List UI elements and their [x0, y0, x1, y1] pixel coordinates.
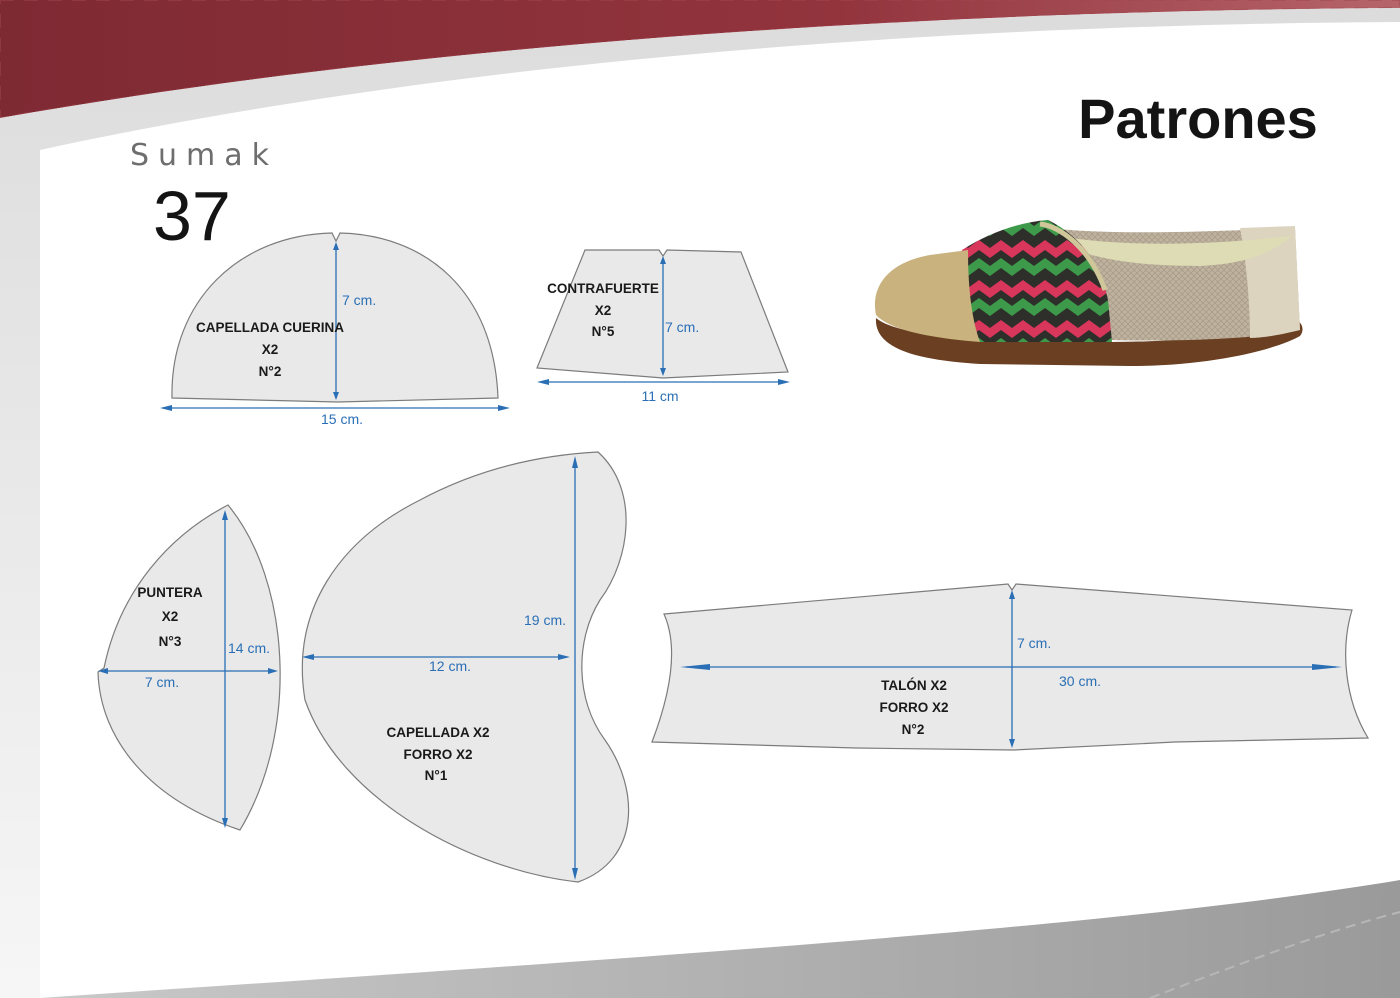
piece-label-line: N°2 [259, 364, 282, 379]
pattern-piece-talon: TALÓN X2 FORRO X2 N°2 7 cm. 30 cm. [651, 583, 1370, 751]
piece-label-line: N°1 [425, 768, 448, 783]
brand-logo: Sumak [130, 138, 278, 173]
width-measure: 11 cm [641, 388, 678, 404]
height-measure: 19 cm. [524, 612, 566, 628]
pattern-piece-puntera: PUNTERA X2 N°3 14 cm. 7 cm. [97, 504, 281, 831]
pattern-piece-capellada-forro: CAPELLADA X2 FORRO X2 N°1 19 cm. 12 cm. [301, 451, 630, 883]
height-measure: 7 cm. [342, 292, 376, 308]
page-title: Patrones [1078, 87, 1318, 150]
piece-label-line: X2 [262, 342, 279, 357]
height-measure: 14 cm. [228, 640, 270, 656]
piece-label-line: CONTRAFUERTE [547, 281, 659, 296]
piece-label-line: N°5 [592, 324, 615, 339]
page-sweep [0, 8, 1400, 998]
piece-label-line: X2 [595, 303, 612, 318]
shoe-illustration [874, 220, 1303, 366]
piece-label-line: X2 [162, 609, 179, 624]
piece-label-line: PUNTERA [137, 585, 203, 600]
width-measure: 15 cm. [321, 411, 363, 427]
footer-band [40, 880, 1400, 998]
size-number: 37 [153, 177, 231, 255]
piece-label-line: FORRO X2 [879, 700, 948, 715]
piece-label-line: N°2 [902, 722, 925, 737]
width-measure: 12 cm. [429, 658, 471, 674]
piece-label-line: CAPELLADA X2 [386, 725, 489, 740]
width-measure: 7 cm. [145, 674, 179, 690]
height-measure: 7 cm. [1017, 635, 1051, 651]
piece-label-line: TALÓN X2 [881, 678, 947, 693]
piece-label-line: CAPELLADA CUERINA [196, 320, 344, 335]
pattern-piece-capellada-cuerina: CAPELLADA CUERINA X2 N°2 7 cm. 15 cm. [160, 232, 510, 427]
width-measure: 30 cm. [1059, 673, 1101, 689]
piece-label-line: FORRO X2 [403, 747, 472, 762]
pattern-piece-contrafuerte: CONTRAFUERTE X2 N°5 7 cm. 11 cm [536, 249, 790, 404]
piece-label-line: N°3 [159, 634, 182, 649]
top-banner [0, 0, 1400, 118]
height-measure: 7 cm. [665, 319, 699, 335]
